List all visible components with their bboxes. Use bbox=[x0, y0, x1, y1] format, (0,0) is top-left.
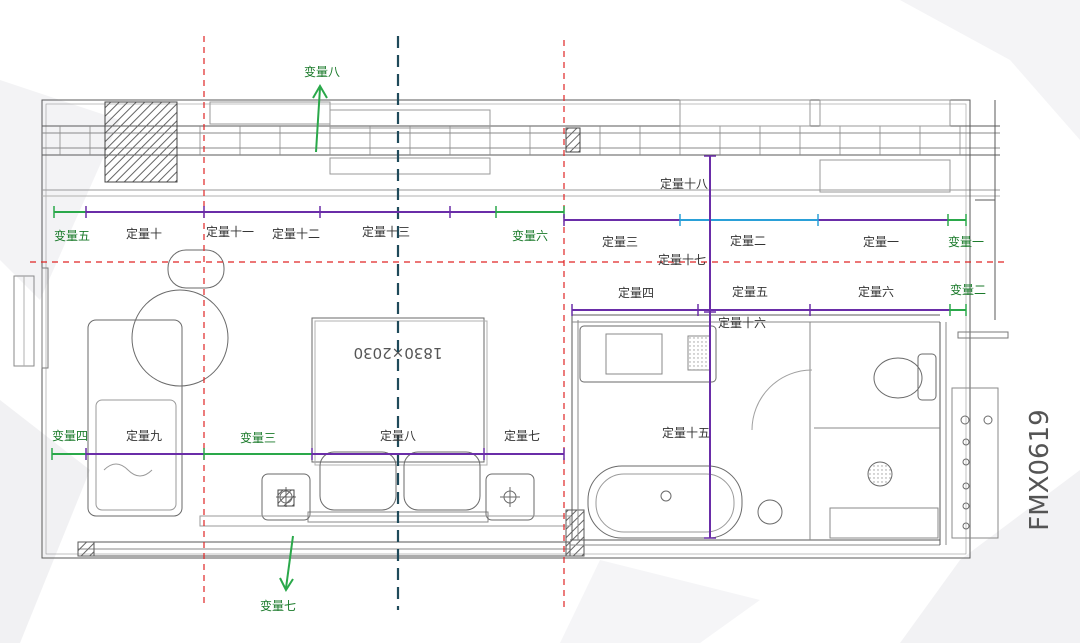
label-var5: 变量五 bbox=[54, 228, 90, 243]
label-fix4: 定量四 bbox=[618, 285, 654, 300]
drawing-stamp: FMX0619 bbox=[1025, 409, 1055, 530]
label-var6: 变量六 bbox=[512, 228, 548, 243]
label-var7: 变量七 bbox=[260, 598, 296, 613]
reference-grid bbox=[30, 36, 1008, 610]
label-fix10: 定量十 bbox=[126, 226, 162, 241]
label-var8: 变量八 bbox=[304, 64, 340, 79]
label-fix15: 定量十五 bbox=[662, 425, 710, 440]
room-walls bbox=[13, 99, 1000, 559]
bed-size-label: 1830×2030 bbox=[354, 344, 443, 362]
label-fix11: 定量十一 bbox=[206, 224, 254, 239]
label-fix16: 定量十六 bbox=[718, 315, 766, 330]
label-fix6: 定量六 bbox=[858, 284, 894, 299]
label-fix8: 定量八 bbox=[380, 428, 416, 443]
label-fix1: 定量一 bbox=[863, 234, 899, 249]
label-fix12: 定量十二 bbox=[272, 226, 320, 241]
label-fix13: 定量十三 bbox=[362, 224, 410, 239]
dimension-labels: 变量八 变量五 定量十 定量十一 定量十二 定量十三 变量六 定量十八 定量三 … bbox=[52, 64, 986, 613]
label-fix7: 定量七 bbox=[504, 428, 540, 443]
label-var4: 变量四 bbox=[52, 428, 88, 443]
label-var3: 变量三 bbox=[240, 430, 276, 445]
label-fix9: 定量九 bbox=[126, 428, 162, 443]
dimension-lines bbox=[51, 155, 967, 539]
label-fix3: 定量三 bbox=[602, 234, 638, 249]
variable-arrows bbox=[279, 84, 328, 593]
label-fix18: 定量十八 bbox=[660, 176, 708, 191]
label-var1: 变量一 bbox=[948, 234, 984, 249]
label-fix5: 定量五 bbox=[732, 284, 768, 299]
label-var2: 变量二 bbox=[950, 282, 986, 297]
label-fix2: 定量二 bbox=[730, 233, 766, 248]
label-fix17: 定量十七 bbox=[658, 252, 706, 267]
